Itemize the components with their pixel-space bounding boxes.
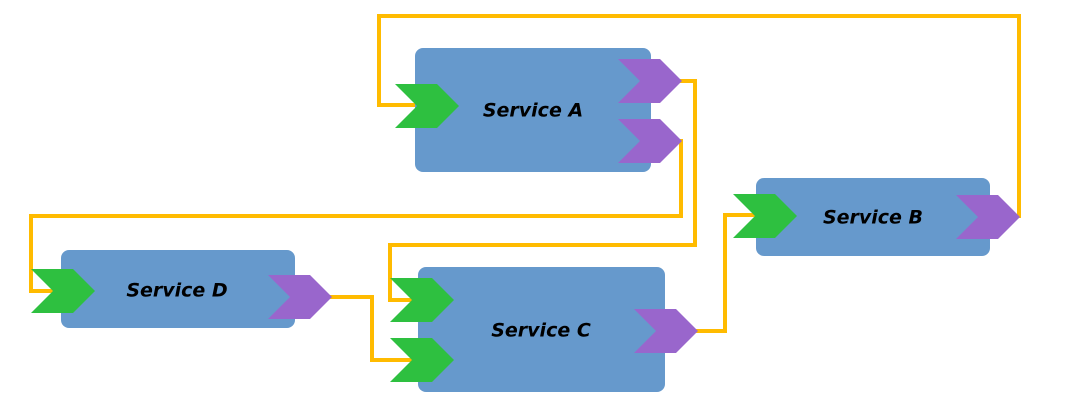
service-b-output-port[interactable]: [956, 195, 1020, 239]
service-d-label: Service D: [126, 279, 228, 302]
service-d-input-port[interactable]: [31, 269, 95, 313]
service-d-box[interactable]: [61, 250, 295, 328]
service-a-label: Service A: [482, 99, 584, 122]
connector-c-out-to-b-in: [690, 213, 756, 333]
service-a-output-port-2[interactable]: [618, 119, 682, 163]
service-c-box[interactable]: [418, 267, 665, 392]
service-b-label: Service B: [822, 206, 924, 229]
service-a-output-port-1[interactable]: [618, 59, 682, 103]
service-d-output-port[interactable]: [268, 275, 332, 319]
connector-d-out-to-c-in2: [326, 295, 412, 362]
service-c-output-port[interactable]: [634, 309, 698, 353]
service-c-input-port-2[interactable]: [390, 338, 454, 382]
service-c-label: Service C: [491, 319, 591, 342]
service-a-input-port[interactable]: [395, 84, 459, 128]
connector-a-out1-to-c-in1: [388, 79, 697, 302]
service-b-input-port[interactable]: [733, 194, 797, 238]
service-c-input-port-1[interactable]: [390, 278, 454, 322]
